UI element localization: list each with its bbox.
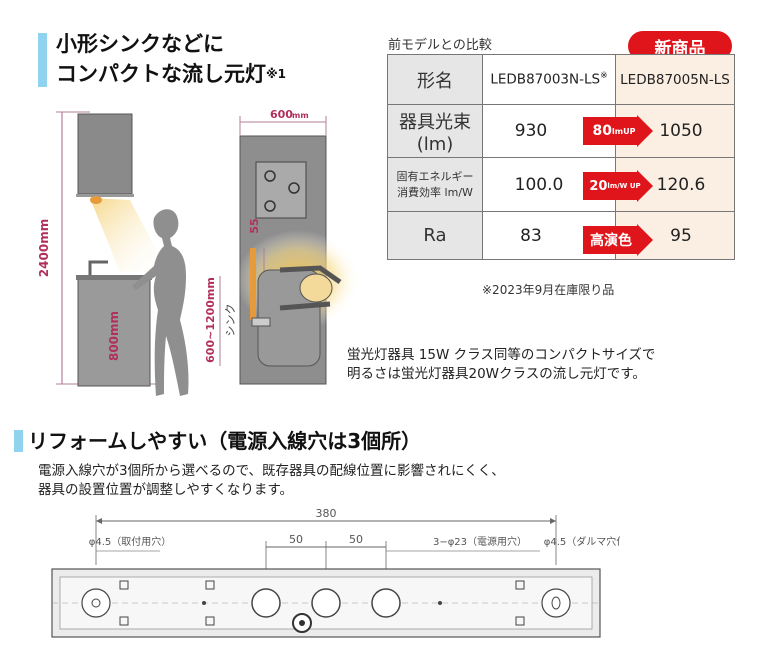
faucet	[88, 260, 108, 275]
description1-line2: 明るさは蛍光灯器具20Wクラスの流し元灯です。	[347, 366, 646, 382]
comparison-table: 形名 LEDB87003N-LS※ LEDB87005N-LS 器具光束(lm)…	[387, 54, 735, 260]
section1-accent-bar	[38, 33, 47, 87]
old-model-cell: LEDB87003N-LS※	[482, 54, 616, 105]
comparison-caption: 前モデルとの比較	[388, 38, 492, 53]
arrow-badge-lumen-unit: lmUP	[612, 126, 636, 136]
label-left: φ4.5（取付用穴）	[89, 535, 172, 548]
header-model-label: 形名	[417, 70, 453, 92]
row-label-cell: 器具光束(lm)	[387, 104, 483, 158]
height-counter-label: 800mm	[107, 311, 121, 361]
table-row: 形名 LEDB87003N-LS※ LEDB87005N-LS	[387, 54, 735, 105]
row-label-line1: Ra	[423, 225, 447, 246]
wall-cabinet	[77, 113, 133, 195]
old-model-sup: ※	[600, 71, 608, 82]
new-model-cell: LEDB87005N-LS	[615, 54, 735, 105]
new-product-badge-label: 新商品	[654, 38, 706, 59]
power-hole-3	[371, 588, 401, 618]
sink-label: シンク	[224, 304, 237, 337]
section1-title: 小形シンクなどに コンパクトな流し元灯※1	[56, 29, 286, 89]
table-row: 器具光束(lm) 930 1050	[387, 104, 735, 158]
new-value: 1050	[659, 121, 703, 141]
range-label: 600~1200mm	[204, 277, 217, 363]
base-cabinet	[77, 277, 151, 387]
new-value-cell: 120.6	[615, 157, 735, 212]
arrow-badge-ra-value: 高演色	[590, 233, 632, 249]
header-model-cell: 形名	[387, 54, 483, 105]
power-hole-1	[251, 588, 281, 618]
row-label-cell: Ra	[387, 211, 483, 260]
section1-title-sup: ※1	[266, 67, 287, 81]
table-row: 固有エネルギー消費効率 lm/W 100.0 120.6	[387, 157, 735, 212]
row-label-cell: 固有エネルギー消費効率 lm/W	[387, 157, 483, 212]
row-label-line1: 固有エネルギー	[396, 169, 474, 183]
row-label-line1: 器具光束	[399, 111, 471, 133]
description1-line1: 蛍光灯器具 15W クラス同等のコンパクトサイズで	[347, 347, 656, 363]
old-value: 100.0	[514, 174, 564, 195]
arrow-badge-ra-label: 高演色	[583, 224, 639, 256]
arrow-badge-efficiency-value: 20	[589, 178, 608, 194]
new-value-cell: 95	[615, 211, 735, 260]
arrow-badge-efficiency-unit: lm/W UP	[607, 182, 641, 190]
new-value: 120.6	[656, 174, 706, 195]
row-label-line2: 消費効率 lm/W	[397, 185, 473, 199]
fixture-top-view	[250, 248, 256, 320]
new-model-name: LEDB87005N-LS	[620, 71, 730, 88]
old-value: 930	[514, 121, 548, 141]
person-silhouette	[132, 209, 189, 396]
stove	[255, 161, 307, 219]
width-top-unit: mm	[292, 111, 309, 120]
description1: 蛍光灯器具 15W クラス同等のコンパクトサイズで 明るさは蛍光灯器具20Wクラ…	[347, 346, 655, 384]
light-beam	[90, 198, 168, 272]
dim-50a-label: 50	[289, 533, 303, 546]
section2-desc-line1: 電源入線穴が3個所から選べるので、既存器具の配線位置に影響されにくく、	[38, 463, 505, 479]
kitchen-illustration: 2400mm 800mm 600 mm 55 450 600~1200mm シン…	[37, 108, 360, 396]
section1-title-line2: コンパクトな流し元灯	[56, 62, 266, 86]
section2-title: リフォームしやすい（電源入線穴は3個所）	[28, 429, 422, 453]
table-row: Ra 83 95	[387, 211, 735, 260]
old-value: 83	[520, 225, 542, 246]
person-top-view	[299, 273, 333, 303]
label-center: 3−φ23（電源用穴）	[433, 535, 527, 548]
power-hole-2	[311, 588, 341, 618]
section2-description: 電源入線穴が3個所から選べるので、既存器具の配線位置に影響されにくく、 器具の設…	[38, 462, 505, 500]
section1-title-line2-wrap: コンパクトな流し元灯※1	[56, 59, 286, 89]
section2-accent-bar	[14, 430, 23, 452]
row-label-line2: (lm)	[416, 133, 454, 155]
dim-55-label: 55	[248, 218, 261, 233]
table-footnote: ※2023年9月在庫限り品	[482, 283, 615, 297]
height-total-label: 2400mm	[37, 219, 51, 277]
section2-desc-line2: 器具の設置位置が調整しやすくなります。	[38, 482, 294, 498]
dim-50b-label: 50	[349, 533, 363, 546]
arrow-badge-ra: 高演色	[583, 224, 653, 256]
old-model-name: LEDB87003N-LS	[490, 71, 601, 88]
section1-title-line1: 小形シンクなどに	[56, 32, 224, 56]
fixture-drawing: 380 50 50 φ4.5（取付用穴） 3−φ23（電源用穴） φ4.5（ダル…	[51, 507, 620, 638]
width-top-label: 600	[270, 108, 293, 121]
arrow-badge-lumen-value: 80	[592, 123, 613, 139]
new-value: 95	[670, 225, 692, 246]
label-right: φ4.5（ダルマ穴付）	[544, 535, 620, 548]
light-fixture	[90, 196, 102, 204]
dim-total-label: 380	[316, 507, 337, 520]
